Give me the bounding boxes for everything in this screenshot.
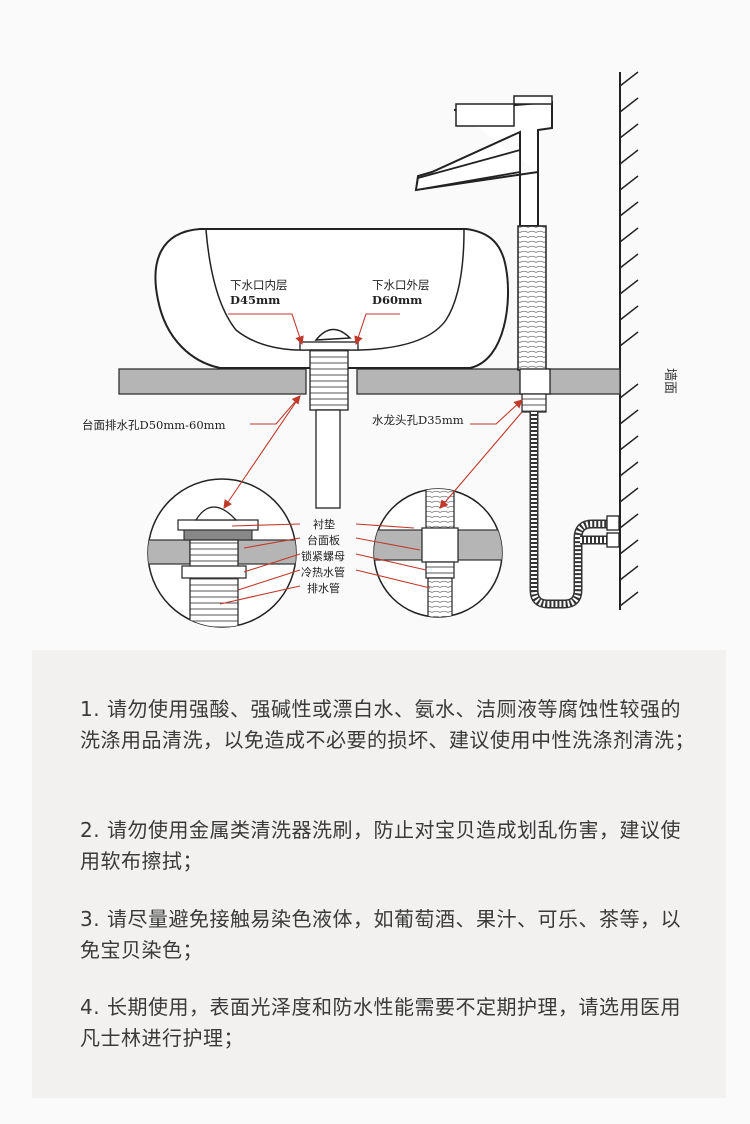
care-note-1: 1. 请勿使用强酸、强碱性或漂白水、氨水、洁厕液等腐蚀性较强的洗涤用品清洗，以免… [80,697,695,752]
faucet-hole-label: 水龙头孔D35mm [372,413,464,427]
hose-and-trap [529,412,620,609]
counter-drain-hole-label: 台面排水孔D50mm-60mm [82,418,226,432]
care-note-3: 3. 请尽量避免接触易染色液体，如葡萄酒、果汁、可乐、茶等，以免宝贝染色； [80,907,681,962]
faucet [414,95,553,413]
wall-label: 墙面 [662,368,677,394]
detail-faucet [373,488,503,618]
care-note-4: 4. 长期使用，表面光泽度和防水性能需要不定期护理，请选用医用凡士林进行护理； [80,995,681,1050]
installation-diagram: 墙面 [82,71,677,628]
care-instructions-panel: 1. 请勿使用强酸、强碱性或漂白水、氨水、洁厕液等腐蚀性较强的洗涤用品清洗，以免… [32,650,726,1098]
outer-drain-label: 下水口外层 [372,278,430,292]
gasket-label: 衬垫 [313,517,335,531]
outer-drain-size: D60mm [372,293,422,307]
drain-assembly [299,328,359,509]
leader-lines [219,313,523,605]
counter-board-label: 台面板 [307,533,340,547]
detail-drain [147,478,297,628]
care-note-2: 2. 请勿使用金属类清洗器洗刷，防止对宝贝造成划乱伤害，建议使用软布擦拭； [80,818,681,873]
wall [619,71,639,610]
inner-drain-size: D45mm [230,293,280,307]
inner-drain-label: 下水口内层 [230,278,288,292]
drain-pipe-label: 排水管 [307,581,340,595]
hot-cold-pipe-label: 冷热水管 [301,565,345,579]
lock-nut-label: 锁紧螺母 [301,549,345,563]
counter-top [118,368,621,395]
